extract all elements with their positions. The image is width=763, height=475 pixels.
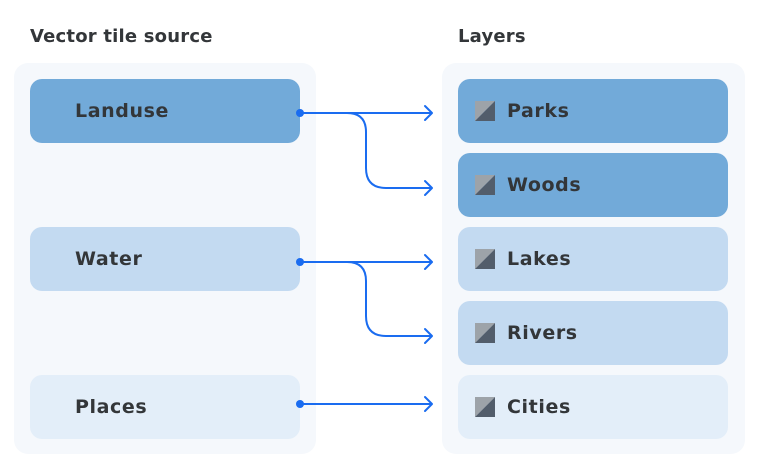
source-item-water[interactable]: Water [30, 227, 300, 291]
arrowhead-icon [424, 180, 433, 196]
layer-style-icon [475, 175, 495, 195]
layer-style-icon [475, 397, 495, 417]
layer-item-cities[interactable]: Cities [458, 375, 728, 439]
connector-dot [296, 258, 304, 266]
layer-label: Rivers [507, 322, 578, 344]
arrowhead-icon [424, 396, 433, 412]
connector-dot [296, 400, 304, 408]
connector-landuse-woods [299, 112, 432, 189]
layer-style-icon [475, 323, 495, 343]
source-label: Water [75, 248, 143, 270]
layer-item-parks[interactable]: Parks [458, 79, 728, 143]
layer-label: Parks [507, 100, 570, 122]
layer-item-rivers[interactable]: Rivers [458, 301, 728, 365]
connector-dot [296, 109, 304, 117]
layer-style-icon [475, 249, 495, 269]
source-label: Landuse [75, 100, 169, 122]
arrowhead-icon [424, 105, 433, 121]
layer-label: Woods [507, 174, 582, 196]
source-item-places[interactable]: Places [30, 375, 300, 439]
arrowhead-icon [424, 254, 433, 270]
layers-heading: Layers [458, 26, 526, 47]
layer-label: Lakes [507, 248, 572, 270]
layer-style-icon [475, 101, 495, 121]
layer-item-woods[interactable]: Woods [458, 153, 728, 217]
source-label: Places [75, 396, 148, 418]
connector-water-rivers [299, 261, 432, 337]
arrowhead-icon [424, 328, 433, 344]
layer-item-lakes[interactable]: Lakes [458, 227, 728, 291]
source-item-landuse[interactable]: Landuse [30, 79, 300, 143]
source-heading: Vector tile source [30, 26, 213, 47]
layer-label: Cities [507, 396, 571, 418]
